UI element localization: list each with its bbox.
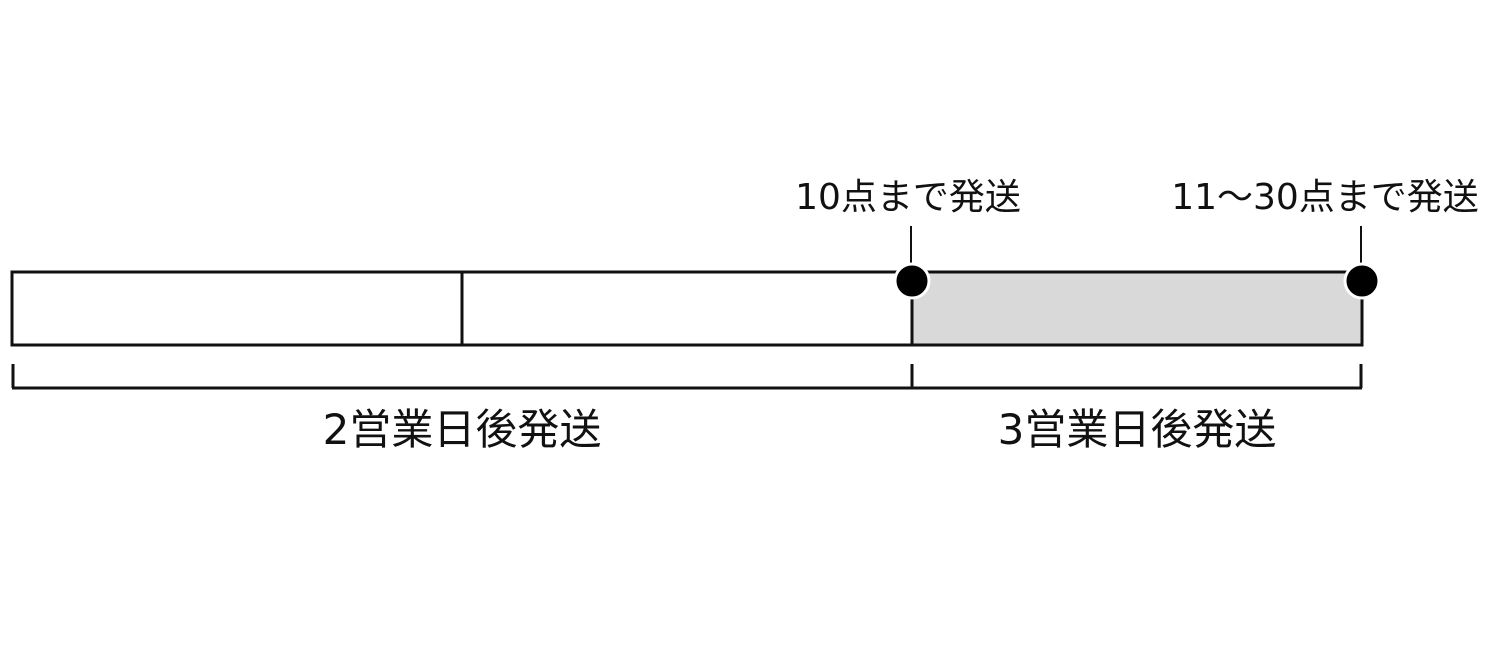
marker-label-30: 11～30点まで発送: [1171, 177, 1479, 218]
marker-dot-30: [1343, 262, 1381, 300]
marker-dot-10: [893, 262, 931, 300]
segment-2: [460, 270, 914, 347]
marker-label-10: 10点まで発送: [795, 177, 1021, 218]
range-label-three-day: 3営業日後発送: [998, 405, 1277, 454]
range-label-two-day: 2営業日後発送: [323, 405, 602, 454]
segment-1: [10, 270, 464, 347]
segment-3-highlighted: [910, 270, 1364, 347]
